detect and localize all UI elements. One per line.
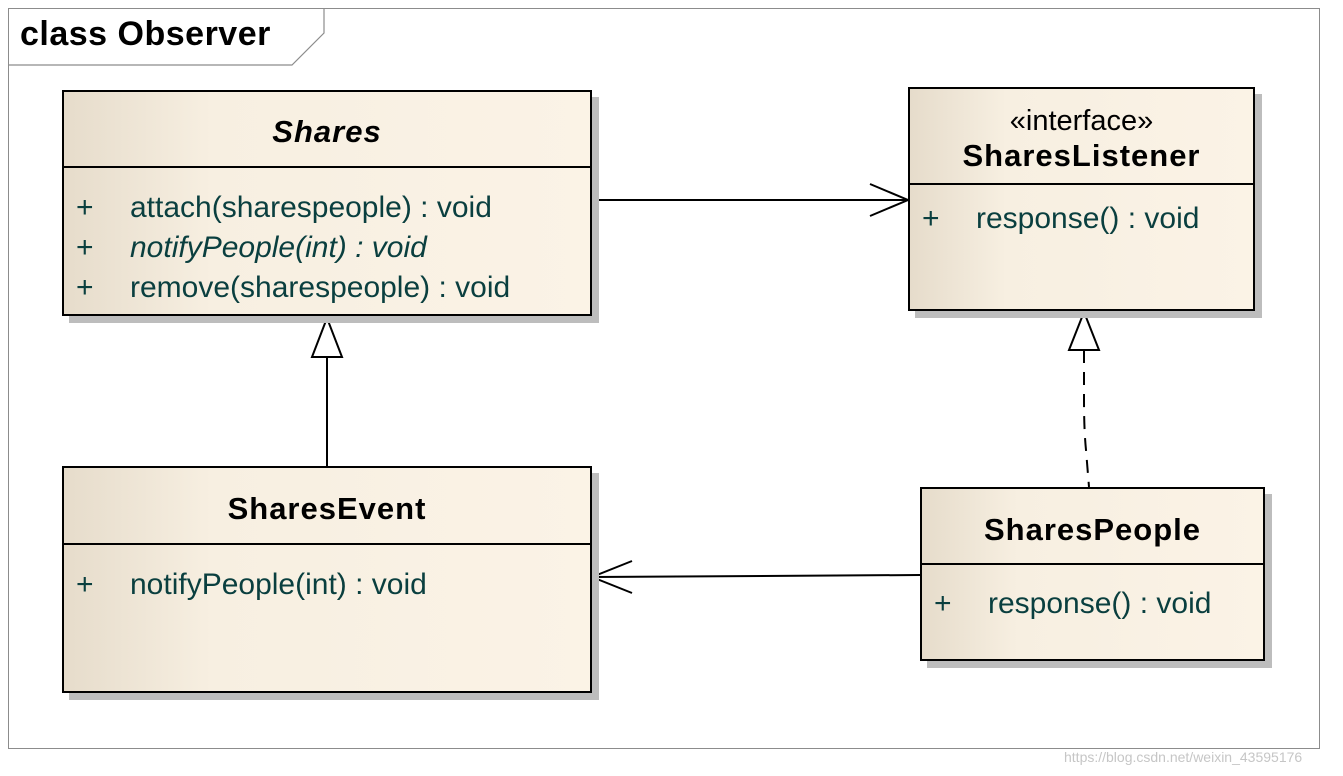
- visibility-public: +: [76, 191, 94, 224]
- generalization-triangle-shares: [310, 315, 344, 358]
- class-name: SharesListener: [962, 138, 1201, 173]
- operation-row: + remove(sharespeople) : void: [64, 268, 590, 308]
- class-shares[interactable]: Shares + attach(sharespeople) : void + n…: [62, 90, 592, 316]
- operation-signature: attach(sharespeople) : void: [130, 191, 492, 224]
- class-sharesevent[interactable]: SharesEvent + notifyPeople(int) : void: [62, 466, 592, 693]
- frame-tab-outline: [8, 8, 325, 66]
- class-shareslistener[interactable]: «interface» SharesListener + response() …: [908, 87, 1255, 311]
- operation-signature: remove(sharespeople) : void: [130, 271, 511, 304]
- operation-row-abstract: + notifyPeople(int) : void: [64, 228, 590, 268]
- class-name: SharesEvent: [227, 491, 427, 526]
- visibility-public: +: [76, 231, 94, 264]
- frame-title: class Observer: [20, 15, 271, 53]
- class-sharesevent-header: SharesEvent: [64, 468, 590, 545]
- class-sharespeople[interactable]: SharesPeople + response() : void: [920, 487, 1265, 661]
- open-arrowhead-sharesevent: [589, 560, 633, 594]
- association-sharespeople-to-sharesevent: [591, 574, 921, 578]
- realization-triangle-shareslistener: [1067, 309, 1101, 351]
- diagram-frame: [8, 8, 1320, 749]
- class-shareslistener-header: «interface» SharesListener: [910, 89, 1253, 185]
- visibility-public: +: [76, 271, 94, 304]
- realization-sharespeople-to-shareslistener: [1083, 350, 1090, 488]
- operation-signature: response() : void: [976, 202, 1200, 235]
- operation-row: + notifyPeople(int) : void: [64, 565, 590, 605]
- visibility-public: +: [76, 568, 94, 601]
- operation-signature: notifyPeople(int) : void: [130, 568, 427, 601]
- class-shares-header: Shares: [64, 92, 590, 168]
- interface-stereotype: «interface»: [1009, 105, 1154, 137]
- operation-row: + response() : void: [910, 199, 1253, 239]
- class-name: SharesPeople: [983, 512, 1202, 547]
- class-name: Shares: [272, 114, 382, 149]
- operation-row: + response() : void: [922, 584, 1263, 624]
- class-sharespeople-header: SharesPeople: [922, 489, 1263, 565]
- operation-signature: response() : void: [988, 587, 1212, 620]
- operation-signature: notifyPeople(int) : void: [130, 231, 427, 264]
- visibility-public: +: [922, 202, 940, 235]
- operation-row: + attach(sharespeople) : void: [64, 188, 590, 228]
- watermark-url: https://blog.csdn.net/weixin_43595176: [1064, 749, 1303, 765]
- visibility-public: +: [934, 587, 952, 620]
